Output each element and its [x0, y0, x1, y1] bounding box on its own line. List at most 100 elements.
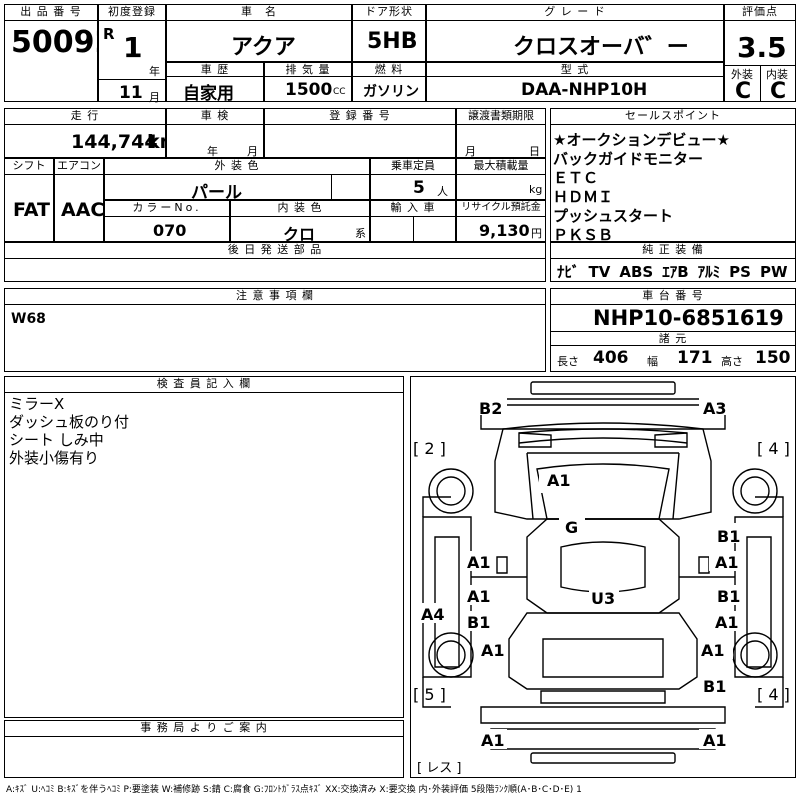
ext-label: 外装	[731, 68, 753, 81]
sales-point-item: ★オークションデビュー★	[553, 131, 730, 149]
seats-box: 乗車定員 5 人	[370, 158, 456, 200]
load-label: 最大積載量	[457, 159, 545, 175]
registration-month: 11	[119, 83, 143, 103]
shift-box: シフト FAT	[4, 158, 54, 242]
notes-box: 注 意 事 項 欄 W68	[4, 288, 546, 372]
seats: 5	[413, 178, 425, 198]
grade-label: グ レ ー ド	[427, 5, 723, 21]
mark-right-quarter: A1	[701, 641, 725, 660]
recycle-fee: 9,130	[479, 221, 530, 240]
color-label: 外 装 色	[105, 159, 369, 175]
tire-rear-left: [ 5 ]	[413, 685, 446, 704]
regno-label: 登 録 番 号	[265, 109, 455, 125]
model-box: 型 式 DAA-NHP10H	[426, 62, 724, 102]
history-box: 車 歴 自家用	[166, 62, 264, 104]
cc-box: 排 気 量 1500 CC	[264, 62, 352, 102]
colorno-label: カラーNo.	[105, 201, 229, 217]
history-label: 車 歴	[167, 63, 263, 77]
car-outline	[417, 381, 784, 764]
inspection-month-unit: 月	[247, 145, 258, 158]
score-box: 評価点 3.5 外装 内装 C C	[724, 4, 796, 104]
later-parts-label: 後 日 発 送 部 品	[5, 243, 545, 259]
registration-label: 初度登録	[99, 5, 165, 21]
recycle-box: リサイクル預託金 9,130 円	[456, 200, 546, 242]
spec-label: 諸 元	[551, 332, 795, 346]
equipment-item: ｱﾙﾐ	[697, 263, 721, 281]
office-label: 事 務 局 よ り ご 案 内	[5, 721, 403, 737]
width: 171	[677, 348, 713, 368]
sales-point-item: ＨＤＭＩ	[553, 188, 614, 206]
ac-label: エアコン	[55, 159, 103, 175]
score: 3.5	[737, 31, 787, 64]
deadline-box: 譲渡書類期限 月 日	[456, 108, 546, 158]
notes-text: W68	[11, 311, 46, 327]
inspector-note-line: シート しみ中	[9, 431, 104, 449]
sales-point-item: バックガイドモニター	[553, 150, 704, 168]
ac-box: エアコン AAC	[54, 158, 104, 242]
inspector-note-line: ダッシュ板のり付	[9, 413, 130, 431]
inspector-label: 検 査 員 記 入 欄	[5, 377, 403, 393]
sales-points-label: セールスポイント	[551, 109, 795, 125]
mark-windshield: G	[565, 518, 579, 537]
mark-roof: U3	[591, 589, 616, 608]
fuel-box: 燃 料 ガソリン	[352, 62, 426, 102]
intcolor-label: 内 装 色	[231, 201, 369, 217]
lot-number-label: 出 品 番 号	[5, 5, 97, 21]
intcolor-unit: 系	[355, 227, 366, 240]
car-name-label: 車 名	[167, 5, 351, 21]
equipment-item: ｴｱB	[662, 263, 689, 281]
height-label: 高さ	[721, 355, 743, 368]
regno-box: 登 録 番 号	[264, 108, 456, 158]
registration-box: 初度登録 R 1 年 11 月	[98, 4, 166, 104]
color-box: 外 装 色 パール	[104, 158, 370, 203]
chassis-box: 車 台 番 号 NHP10-6851619 諸 元 長さ 406 幅 171 高…	[550, 288, 796, 372]
door-label: ドア形状	[353, 5, 425, 21]
tire-front-right: [ 4 ]	[757, 439, 790, 458]
inspection-box: 車 検 年 月	[166, 108, 264, 158]
mark-hood: A1	[547, 471, 571, 490]
deadline-day-unit: 日	[529, 145, 540, 158]
tire-rear-right: [ 4 ]	[757, 685, 790, 704]
shift: FAT	[13, 199, 50, 221]
mileage-label: 走 行	[5, 109, 165, 125]
recycle-unit: 円	[531, 227, 542, 240]
displacement: 1500	[285, 80, 333, 100]
mark-left-rear-door: A1	[467, 587, 491, 606]
cc-unit: CC	[333, 87, 346, 97]
notes-label: 注 意 事 項 欄	[5, 289, 545, 305]
car-name: アクア	[231, 35, 296, 60]
fuel-label: 燃 料	[353, 63, 425, 77]
color-number: 070	[153, 221, 187, 240]
exterior-color: パール	[191, 183, 242, 203]
equipment-label: 純 正 装 備	[551, 243, 795, 259]
model-label: 型 式	[427, 63, 723, 77]
grade-box: グ レ ー ド クロスオーバ゛ー	[426, 4, 724, 62]
length-label: 長さ	[557, 355, 579, 368]
door-box: ドア形状 5HB	[352, 4, 426, 62]
mark-right-fender: B1	[717, 527, 741, 546]
legend: A:ｷｽﾞ U:ﾍｺﾐ B:ｷｽﾞを伴うﾍｺﾐ P:要塗装 W:補修跡 S:錆 …	[6, 785, 582, 795]
inspection-label: 車 検	[167, 109, 263, 125]
equipment-item: PW	[759, 263, 788, 281]
ext-score: C	[735, 79, 752, 104]
int-label: 内装	[766, 68, 788, 81]
import-label: 輸 入 車	[371, 201, 455, 217]
recycle-label: リサイクル預託金	[457, 201, 545, 217]
tire-front-left: [ 2 ]	[413, 439, 446, 458]
mark-rear-right: A1	[703, 731, 727, 750]
office-box: 事 務 局 よ り ご 案 内	[4, 720, 404, 778]
mark-right-rear-door-2: A1	[715, 613, 739, 632]
cc-label: 排 気 量	[265, 63, 351, 77]
year-unit: 年	[149, 65, 160, 78]
lot-number: 50092	[11, 25, 116, 60]
chassis-label: 車 台 番 号	[551, 289, 795, 305]
mark-front-right: A3	[703, 399, 727, 418]
inspection-year-unit: 年	[207, 145, 218, 158]
seats-unit: 人	[437, 185, 448, 198]
int-score: C	[770, 79, 787, 104]
mark-left-rear-door-2: B1	[467, 613, 491, 632]
